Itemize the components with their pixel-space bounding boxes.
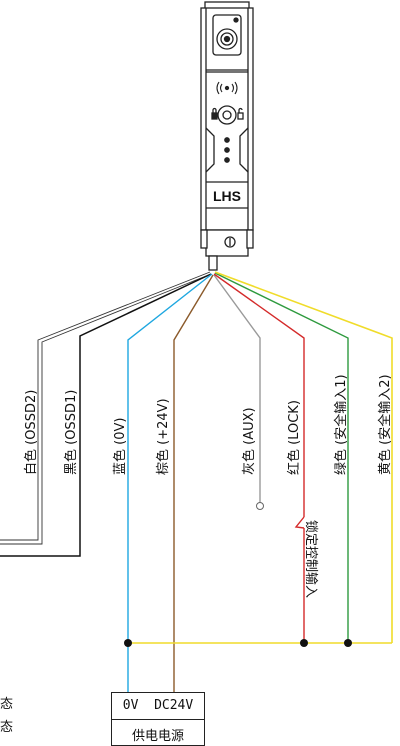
wire-black <box>0 273 212 557</box>
power-supply-divider <box>112 719 204 720</box>
wire-white <box>0 271 211 541</box>
wire-brown <box>173 274 214 692</box>
label-brown-24v: 棕色 (+24V) <box>156 398 171 475</box>
power-supply-voltage: 0V DC24V <box>122 698 194 713</box>
label-black-ossd1: 黑色 (OSSD1) <box>64 389 79 475</box>
power-supply-name: 供电电源 <box>131 729 184 744</box>
wire-green <box>214 272 349 643</box>
device-name-label: LHS <box>213 188 241 204</box>
label-yellow-input2: 黄色 (安全输入2) <box>378 374 393 475</box>
lock-icon <box>211 105 244 125</box>
junction-dots <box>124 639 352 647</box>
lhs-device <box>200 1 254 271</box>
lock-input-switch <box>294 516 305 529</box>
label-red-lock: 红色 (LOCK) <box>287 400 302 475</box>
label-green-input1: 绿色 (安全输入1) <box>334 374 349 475</box>
label-gray-aux: 灰色 (AUX) <box>242 407 257 475</box>
wire-red <box>213 273 305 517</box>
label-white-ossd2: 白色 (OSSD2) <box>24 389 39 475</box>
left-cut-text-2: 态 <box>0 720 14 735</box>
wire-gray <box>213 274 261 503</box>
left-cut-text-1: 态 <box>0 697 14 712</box>
label-lock-control-input: 锁定控制输入 <box>303 520 318 599</box>
wire-blue <box>127 273 213 692</box>
wireless-signal-icon <box>216 81 238 95</box>
power-supply-box: 0V DC24V 供电电源 <box>111 692 205 746</box>
wire-white-2 <box>0 273 212 545</box>
label-blue-0v: 蓝色 (0V) <box>113 417 128 475</box>
aux-open-terminal <box>256 502 264 510</box>
wire-yellow <box>214 271 393 643</box>
